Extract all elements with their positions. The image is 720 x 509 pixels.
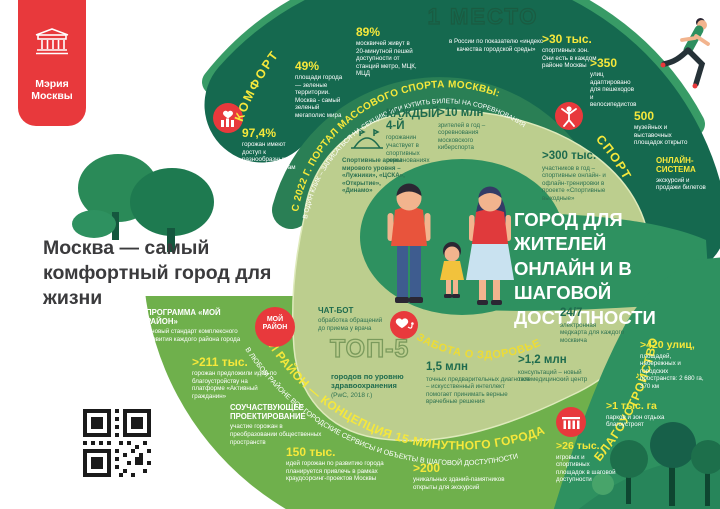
runner-illustration [660, 18, 710, 89]
stat-text: площади города — зеленые территории. Мос… [295, 74, 343, 120]
stat-247-medcard: 24/7 электронная медкарта для каждого мо… [560, 307, 625, 344]
stat-text: точных предварительных диагнозов – искус… [426, 375, 530, 406]
stat-200-buildings: >200 уникальных зданий-памятников открыт… [413, 462, 523, 491]
arenas-text: Спортивные арены мирового уровня – «Лужн… [342, 157, 405, 195]
program-text: – новый стандарт комплексного развития к… [146, 328, 241, 343]
stat-value: >1,2 млн [518, 354, 567, 366]
park-icon [556, 407, 586, 437]
mayor-office-name: Мэрия Москвы [31, 78, 73, 103]
stat-text: спортивных зон. Они есть в каждом районе… [542, 47, 597, 70]
heading-line: ЖИТЕЛЕЙ [514, 233, 607, 255]
stadium-icon [351, 128, 383, 149]
family-illustration [387, 183, 514, 305]
chatbot-text: обработка обращений до приема у врача [318, 317, 383, 332]
stat-value: 150 тыс. [286, 445, 336, 459]
first-place-value: 1 МЕСТО [427, 4, 539, 29]
stat-text: улиц адаптировано для пешеходов и велоси… [590, 71, 637, 109]
stat-text: участников в год – спортивные онлайн- и … [542, 164, 606, 202]
stat-value: >30 тыс. [542, 32, 592, 46]
qr-code [83, 409, 151, 477]
stat-1k-ha-parks: >1 тыс. га парков и зон отдыха благоустр… [606, 401, 668, 429]
co-design-block: СОУЧАСТВУЮЩЕЕ ПРОЕКТИРОВАНИЕ участие гор… [230, 403, 324, 446]
district-logo-badge: МОЙ РАЙОН [255, 307, 295, 347]
online-system-title: ОНЛАЙН-СИСТЕМА [656, 156, 696, 174]
chatbot-title: ЧАТ-БОТ [318, 306, 354, 315]
mayor-office-card: Мэрия Москвы [18, 0, 86, 126]
stat-350-streets: >350 улиц адаптировано для пешеходов и в… [590, 57, 638, 109]
stat-text: игровых и спортивных площадок в шаговой … [556, 453, 616, 484]
stat-12m-consultations: >1,2 млн консультаций – новый телемедици… [518, 354, 594, 384]
stat-value: >200 [413, 461, 441, 475]
sport-icon [555, 102, 583, 130]
stat-text: горожан предложили идеи по благоустройст… [192, 370, 277, 400]
stat-text: площадей, набережных и городских простра… [640, 352, 704, 390]
stat-value: >420 улиц, [640, 339, 695, 351]
stat-text: зрителей в год – соревнования московског… [438, 121, 486, 152]
stat-211k-ideas: >211 тыс. горожан предложили идеи по бла… [192, 356, 282, 400]
stat-value: 500 [634, 109, 655, 123]
stat-420-streets: >420 улиц, площадей, набережных и городс… [640, 340, 704, 391]
spiral-teal-band [204, 0, 720, 278]
stat-text: уникальных зданий-памятников открыты для… [413, 476, 505, 491]
trees-bottom-right-illustration [578, 422, 720, 509]
stat-text: музейных и выставочных площадок открыто [634, 124, 688, 147]
co-design-title: СОУЧАСТВУЮЩЕЕ ПРОЕКТИРОВАНИЕ [230, 403, 306, 422]
stat-text: парков и зон отдыха благоустроят [606, 413, 665, 429]
health-icon [390, 311, 418, 339]
stat-89-percent: 89% москвичей живут в 20-минутной пешей … [356, 26, 420, 78]
program-block: ПРОГРАММА «МОЙ РАЙОН» – новый стандарт к… [146, 308, 244, 344]
stat-500-museums: 500 музейных и выставочных площадок откр… [634, 110, 696, 147]
stat-value: 49% [295, 59, 320, 73]
stat-49-percent: 49% площади города — зеленые территории.… [295, 60, 343, 120]
chatbot-block: ЧАТ-БОТ обработка обращений до приема у … [318, 306, 384, 332]
top5-value: ТОП-5 [329, 335, 410, 363]
heading-line: ОНЛАЙН И В ШАГОВОЙ [514, 257, 632, 304]
stat-26k-playgrounds: >26 тыс. игровых и спортивных площадок в… [556, 441, 618, 484]
center-heading: ГОРОД ДЛЯ ЖИТЕЛЕЙ ОНЛАЙН И В ШАГОВОЙ ДОС… [514, 208, 706, 330]
stat-value: >300 тыс. [542, 150, 597, 162]
online-system-text: экскурсий и продажи билетов [656, 176, 706, 192]
online-system-block: ОНЛАЙН-СИСТЕМА экскурсий и продажи билет… [656, 156, 714, 192]
page-title: Москва — самый комфортный город для жизн… [43, 237, 272, 309]
stat-30k-zones: >30 тыс. спортивных зон. Они есть в кажд… [542, 33, 600, 70]
stat-text: горожан имеют доступ к разнообразным тов… [242, 141, 296, 187]
stat-value: 97,4% [242, 126, 277, 140]
trees-left-illustration [72, 154, 214, 252]
stat-every-4th: КАЖДЫЙ 4-Й горожанин участвует в спортив… [386, 108, 440, 165]
program-title: ПРОГРАММА «МОЙ РАЙОН» [146, 308, 221, 327]
first-place-text: в России по показателю «индекс качества … [449, 38, 543, 53]
stat-value: 89% [356, 25, 381, 39]
stat-15m-diagnoses: 1,5 млн точных предварительных диагнозов… [426, 361, 532, 406]
stat-text: консультаций – новый телемедицинский цен… [518, 368, 588, 384]
stat-value: 1,5 млн [426, 361, 468, 373]
stat-value: >10 млн [438, 107, 484, 119]
stat-value: 24/7 [560, 307, 583, 319]
mayor-building-icon [35, 28, 69, 55]
stat-300k-participants: >300 тыс. участников в год – спортивные … [542, 150, 612, 203]
stat-150k-ideas: 150 тыс. идей горожан по развитию города… [286, 446, 402, 483]
stat-value: >1 тыс. га [606, 400, 657, 412]
stat-text: электронная медкарта для каждого москвич… [560, 321, 625, 344]
stat-text: идей горожан по развитию города планируе… [286, 460, 384, 483]
stat-value: >26 тыс. [556, 440, 600, 452]
top5-text: городов по уровню здравоохранения [331, 372, 404, 390]
stat-10m-viewers: >10 млн зрителей в год – соревнования мо… [438, 107, 508, 152]
stat-value: >211 тыс. [192, 355, 248, 369]
stat-text: москвичей живут в 20-минутной пешей дост… [356, 40, 417, 78]
commerce-icon [213, 103, 243, 133]
top5-source: (PwC, 2018 г.) [331, 392, 373, 399]
stat-value: КАЖДЫЙ 4-Й [386, 108, 440, 132]
heading-line: ГОРОД ДЛЯ [514, 209, 623, 230]
heading-line: ДОСТУПНОСТИ [514, 306, 656, 328]
stat-974-percent: 97,4% горожан имеют доступ к разнообразн… [242, 127, 300, 187]
stat-text: горожанин участвует в спортивных соревно… [386, 134, 430, 165]
stat-value: >350 [590, 56, 618, 70]
co-design-text: участие горожан в преобразовании обществ… [230, 423, 322, 446]
